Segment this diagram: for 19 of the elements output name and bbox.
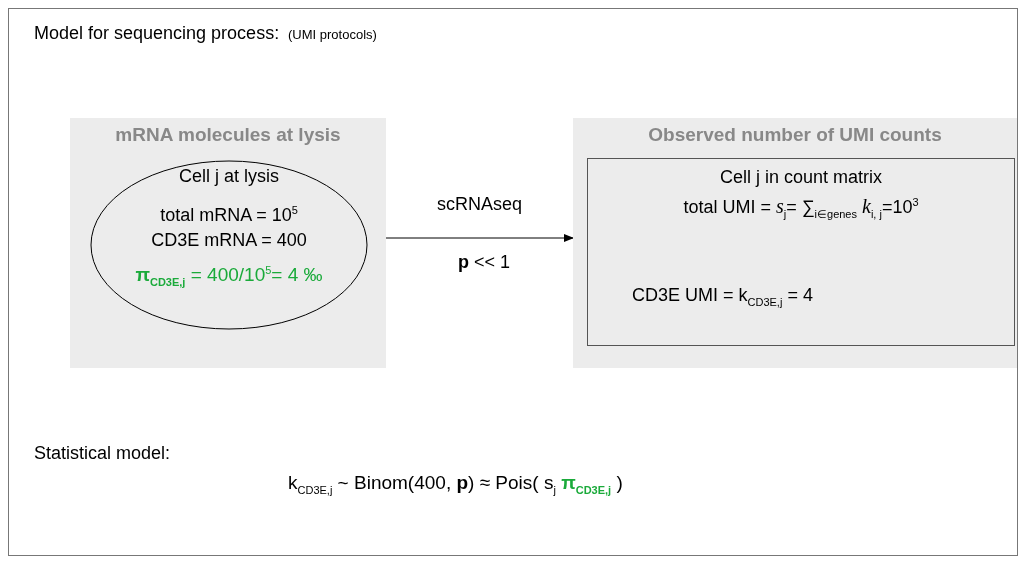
parameter-text: p << 1 xyxy=(458,252,510,273)
panel-heading: mRNA molecules at lysis xyxy=(114,124,342,146)
cell-text: CD3E mRNA = 400 xyxy=(150,230,308,251)
formula-text: total UMI = s$_{j}$= ∑$_{i∈genes}$ k$_{i, j}$=10$^{3}$ xyxy=(683,195,919,221)
subtitle-note: (UMI protocols) xyxy=(288,27,377,42)
cell-heading: Cell j at lysis xyxy=(178,166,280,187)
arrow xyxy=(385,234,574,242)
cell-text: π$_{CD3E,j}$ = 400/10$^{5}$= 4 ‰ xyxy=(134,264,324,289)
box-text: CD3E UMI = k$_{CD3E,j}$ = 4 xyxy=(632,285,813,308)
formula-text: k$_{CD3E,j}$ ~ Binom(400, p) ≈ Pois( s$_{j}$ π$_{CD3E,j}$ ) xyxy=(288,472,623,496)
diagram-title: Model for sequencing process: xyxy=(34,23,280,44)
box-heading: Cell j in count matrix xyxy=(719,167,883,188)
section-heading: Statistical model: xyxy=(34,443,171,464)
edge-label: scRNAseq xyxy=(437,194,522,215)
panel-background xyxy=(70,118,386,368)
cell-text: total mRNA = 10$^{5}$ xyxy=(159,204,299,226)
count-matrix-box xyxy=(587,158,1015,346)
panel-background xyxy=(573,118,1017,368)
panel-heading: Observed number of UMI counts xyxy=(647,124,943,146)
